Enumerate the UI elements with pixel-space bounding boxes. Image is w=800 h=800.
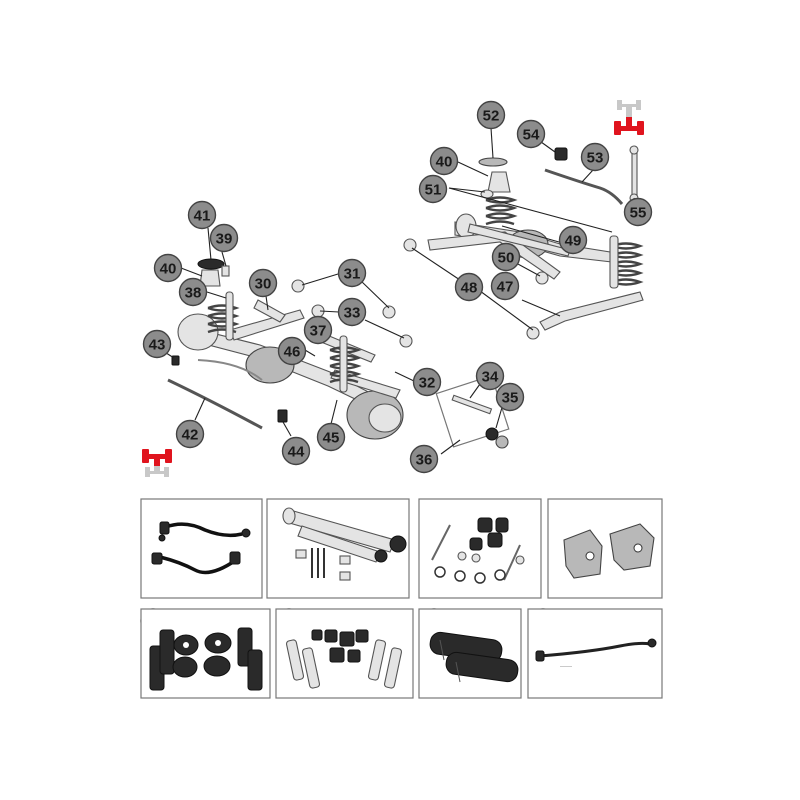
- kit-tile-56[interactable]: [140, 498, 263, 599]
- callout-number: 53: [587, 150, 604, 167]
- callout-front-39[interactable]: 39: [209, 223, 239, 253]
- callout-rear-47[interactable]: 47: [490, 271, 520, 301]
- callout-number: 50: [498, 250, 515, 267]
- callout-front-43[interactable]: 43: [142, 329, 172, 359]
- callout-number: 39: [216, 231, 233, 248]
- callout-number: 31: [344, 266, 361, 283]
- callout-front-41[interactable]: 41: [187, 200, 217, 230]
- kit-tile-59[interactable]: [547, 498, 663, 599]
- callout-number: 49: [565, 233, 582, 250]
- callout-rear-40[interactable]: 40: [429, 146, 459, 176]
- callout-number: 52: [483, 108, 500, 125]
- callout-front-36[interactable]: 36: [409, 444, 439, 474]
- callout-number: 33: [344, 305, 361, 322]
- callout-rear-55[interactable]: 55: [623, 197, 653, 227]
- callout-number: 46: [284, 344, 301, 361]
- svg-text:——: ——: [560, 664, 572, 670]
- kit-tile-63[interactable]: ——: [527, 608, 663, 699]
- callout-number: 55: [630, 205, 647, 222]
- rear-axle-icon: [614, 100, 644, 135]
- callout-number: 36: [416, 452, 433, 469]
- callout-front-33[interactable]: 33: [337, 297, 367, 327]
- kit-tile-61[interactable]: [275, 608, 414, 699]
- callout-front-35[interactable]: 35: [495, 382, 525, 412]
- callout-number: 32: [419, 375, 436, 392]
- callout-number: 48: [461, 280, 478, 297]
- kit-tiles: ——: [140, 498, 663, 699]
- callout-number: 42: [182, 427, 199, 444]
- callout-rear-51[interactable]: 51: [418, 174, 448, 204]
- kit-tile-60[interactable]: [140, 608, 271, 699]
- callout-number: 30: [255, 276, 272, 293]
- callout-front-30[interactable]: 30: [248, 268, 278, 298]
- callout-number: 37: [310, 323, 327, 340]
- callout-number: 40: [436, 154, 453, 171]
- callout-number: 38: [185, 285, 202, 302]
- callout-number: 43: [149, 337, 166, 354]
- callout-number: 47: [497, 279, 514, 296]
- callout-rear-48[interactable]: 48: [454, 272, 484, 302]
- leader-lines: [159, 127, 637, 455]
- callout-front-37[interactable]: 37: [303, 315, 333, 345]
- callout-front-31[interactable]: 31: [337, 258, 367, 288]
- callout-front-42[interactable]: 42: [175, 419, 205, 449]
- callout-front-38[interactable]: 38: [178, 277, 208, 307]
- callout-number: 54: [523, 127, 540, 144]
- callout-rear-49[interactable]: 49: [558, 225, 588, 255]
- kit-tile-62[interactable]: [418, 608, 522, 699]
- callout-number: 34: [482, 369, 499, 386]
- callout-front-32[interactable]: 32: [412, 367, 442, 397]
- callout-front-46[interactable]: 46: [277, 336, 307, 366]
- callout-number: 45: [323, 430, 340, 447]
- front-axle-icon: [142, 449, 172, 477]
- front-suspension-illustration: [167, 258, 510, 449]
- callout-rear-53[interactable]: 53: [580, 142, 610, 172]
- callout-front-40[interactable]: 40: [153, 253, 183, 283]
- callout-rear-54[interactable]: 54: [516, 119, 546, 149]
- callout-number: 40: [160, 261, 177, 278]
- callout-front-45[interactable]: 45: [316, 422, 346, 452]
- rear-suspension-illustration: [403, 145, 644, 340]
- callout-front-44[interactable]: 44: [281, 436, 311, 466]
- callout-front-34[interactable]: 34: [475, 361, 505, 391]
- callout-number: 35: [502, 390, 519, 407]
- callout-rear-52[interactable]: 52: [476, 100, 506, 130]
- callout-number: 41: [194, 208, 211, 225]
- callout-number: 44: [288, 444, 305, 461]
- kit-tile-58[interactable]: [418, 498, 542, 599]
- callout-rear-50[interactable]: 50: [491, 242, 521, 272]
- kit-tile-57[interactable]: [266, 498, 410, 599]
- callout-number: 51: [425, 182, 442, 199]
